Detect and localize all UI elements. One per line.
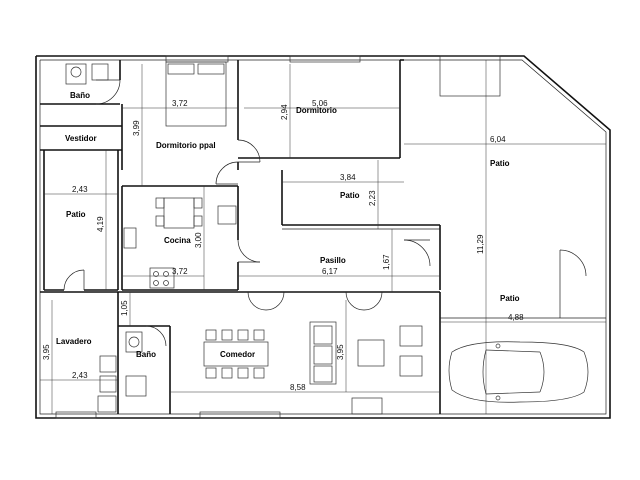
room-dormitorio-ppal: Dormitorio ppal bbox=[156, 141, 216, 150]
doors bbox=[63, 79, 587, 347]
dimension-lines bbox=[40, 60, 606, 414]
room-vestidor: Vestidor bbox=[65, 134, 97, 143]
dim-label: 3,72 bbox=[172, 99, 188, 108]
interior-walls bbox=[40, 59, 606, 414]
dim-label: 11,29 bbox=[476, 234, 485, 254]
room-pasillo: Pasillo bbox=[320, 256, 346, 265]
dim-label: 2,43 bbox=[72, 185, 88, 194]
dim-label: 3,72 bbox=[172, 267, 188, 276]
dim-label: 2,43 bbox=[72, 371, 88, 380]
room-patio-mid: Patio bbox=[340, 191, 360, 200]
room-bano-1: Baño bbox=[70, 91, 90, 100]
car-icon bbox=[448, 341, 589, 403]
room-patio-garage: Patio bbox=[500, 294, 520, 303]
dim-label: 1,05 bbox=[120, 300, 129, 316]
room-lavadero: Lavadero bbox=[56, 337, 92, 346]
room-bano-2: Baño bbox=[136, 350, 156, 359]
dim-label: 3,99 bbox=[132, 120, 141, 136]
dim-label: 3,95 bbox=[336, 344, 345, 360]
dim-label: 8,58 bbox=[290, 383, 306, 392]
dim-label: 3,00 bbox=[194, 232, 203, 248]
dim-label: 6,04 bbox=[490, 135, 506, 144]
room-cocina: Cocina bbox=[164, 236, 191, 245]
room-comedor: Comedor bbox=[220, 350, 255, 359]
room-patio-right: Patio bbox=[490, 159, 510, 168]
dim-label: 3,95 bbox=[42, 344, 51, 360]
room-patio-left: Patio bbox=[66, 210, 86, 219]
dim-label: 6,17 bbox=[322, 267, 338, 276]
dim-label: 1,67 bbox=[382, 254, 391, 270]
dim-label: 2,94 bbox=[280, 104, 289, 120]
room-dormitorio: Dormitorio bbox=[296, 106, 337, 115]
dim-label: 2,23 bbox=[368, 190, 377, 206]
dim-label: 4,19 bbox=[96, 216, 105, 232]
dim-label: 5,06 bbox=[312, 99, 328, 108]
room-labels: Baño Vestidor Dormitorio ppal Dormitorio… bbox=[56, 91, 520, 359]
dim-label: 4,88 bbox=[508, 313, 524, 322]
furniture bbox=[65, 61, 423, 415]
dim-label: 3,84 bbox=[340, 173, 356, 182]
dimension-labels: 3,72 3,99 2,94 5,06 6,04 3,84 2,23 2,43 … bbox=[42, 99, 524, 392]
